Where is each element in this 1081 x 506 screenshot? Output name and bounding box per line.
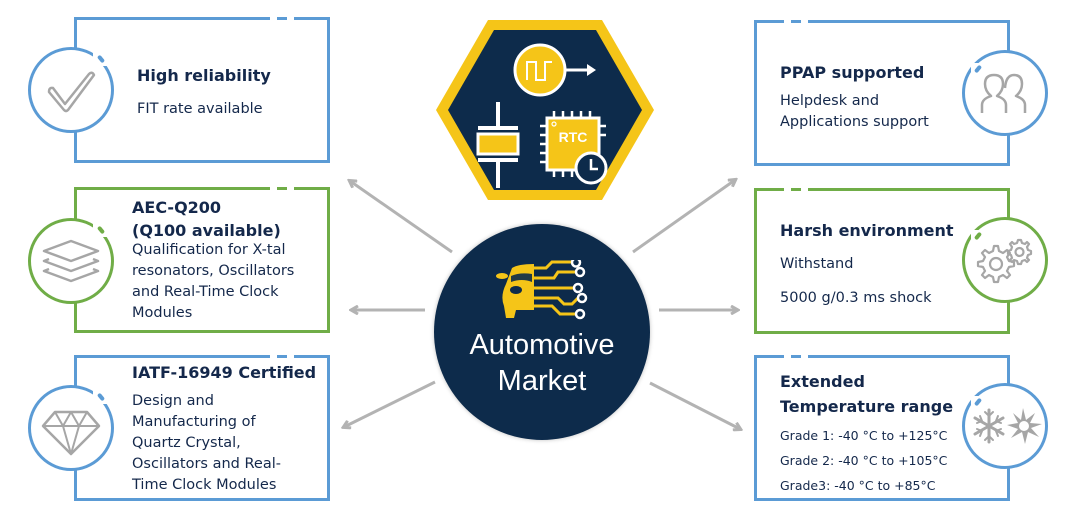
card-text: Oscillators and Real- bbox=[132, 456, 281, 472]
card-title: Harsh environment bbox=[780, 221, 954, 240]
snowflake-sun-icon bbox=[973, 408, 1042, 444]
card-text: Helpdesk and bbox=[780, 93, 880, 109]
icon-circle bbox=[962, 383, 1048, 469]
card-title: PPAP supported bbox=[780, 63, 925, 82]
product-badge: RTC bbox=[436, 20, 654, 200]
card-text: Grade3: -40 °C to +85°C bbox=[780, 478, 936, 493]
icon-circle bbox=[28, 218, 114, 304]
layers-icon bbox=[42, 239, 100, 283]
card-text: FIT rate available bbox=[137, 101, 263, 117]
rtc-label: RTC bbox=[559, 129, 588, 145]
card-text: Withstand bbox=[780, 256, 854, 272]
icon-circle bbox=[962, 217, 1048, 303]
card-ppap: PPAP supported Helpdesk and Applications… bbox=[754, 20, 1010, 166]
card-title-line: Temperature range bbox=[780, 397, 954, 416]
hub-title-line2: Market bbox=[497, 365, 587, 397]
icon-circle bbox=[962, 50, 1048, 136]
sun-icon bbox=[1007, 408, 1042, 444]
card-text: Grade 1: -40 °C to +125°C bbox=[780, 428, 948, 443]
snowflake-icon bbox=[973, 408, 1005, 444]
card-aec-q200: AEC-Q200 (Q100 available) Qualification … bbox=[74, 187, 330, 333]
card-text: Grade 2: -40 °C to +105°C bbox=[780, 453, 948, 468]
diamond-icon bbox=[41, 410, 101, 456]
icon-circle bbox=[28, 385, 114, 471]
card-text: resonators, Oscillators bbox=[132, 263, 295, 279]
card-text: 5000 g/0.3 ms shock bbox=[780, 290, 932, 306]
clock-icon bbox=[574, 151, 608, 185]
crystal-resonator-icon bbox=[476, 102, 520, 188]
arrow-to-high-reliability bbox=[350, 181, 453, 254]
card-text: and Real-Time Clock bbox=[132, 284, 279, 300]
card-text: Modules bbox=[132, 305, 193, 321]
card-iatf: IATF-16949 Certified Design and Manufact… bbox=[74, 355, 330, 501]
card-title-line: Extended bbox=[780, 372, 865, 391]
card-title: IATF-16949 Certified bbox=[132, 363, 317, 382]
icon-circle bbox=[28, 47, 114, 133]
card-title-line: AEC-Q200 bbox=[132, 198, 222, 217]
card-text: Design and bbox=[132, 393, 214, 409]
arrow-to-ppap bbox=[632, 180, 735, 254]
automotive-market-hub: Automotive Market bbox=[434, 224, 650, 440]
card-text: Time Clock Modules bbox=[132, 477, 277, 493]
card-title: High reliability bbox=[137, 66, 271, 85]
card-text: Manufacturing of bbox=[132, 414, 256, 430]
checkmark-icon bbox=[47, 71, 96, 113]
card-text: Applications support bbox=[780, 114, 929, 130]
gears-icon bbox=[976, 238, 1033, 284]
hub-title-line1: Automotive bbox=[469, 329, 615, 361]
card-text: Qualification for X-tal bbox=[132, 242, 286, 258]
card-title-line: (Q100 available) bbox=[132, 221, 281, 240]
arrow-to-iatf bbox=[344, 380, 436, 427]
rtc-chip-icon: RTC bbox=[540, 111, 608, 185]
card-text: Quartz Crystal, bbox=[132, 435, 241, 451]
arrow-to-temperature bbox=[649, 381, 740, 429]
connected-car-icon bbox=[496, 260, 588, 320]
users-icon bbox=[980, 73, 1027, 113]
oscillator-icon bbox=[513, 43, 596, 97]
